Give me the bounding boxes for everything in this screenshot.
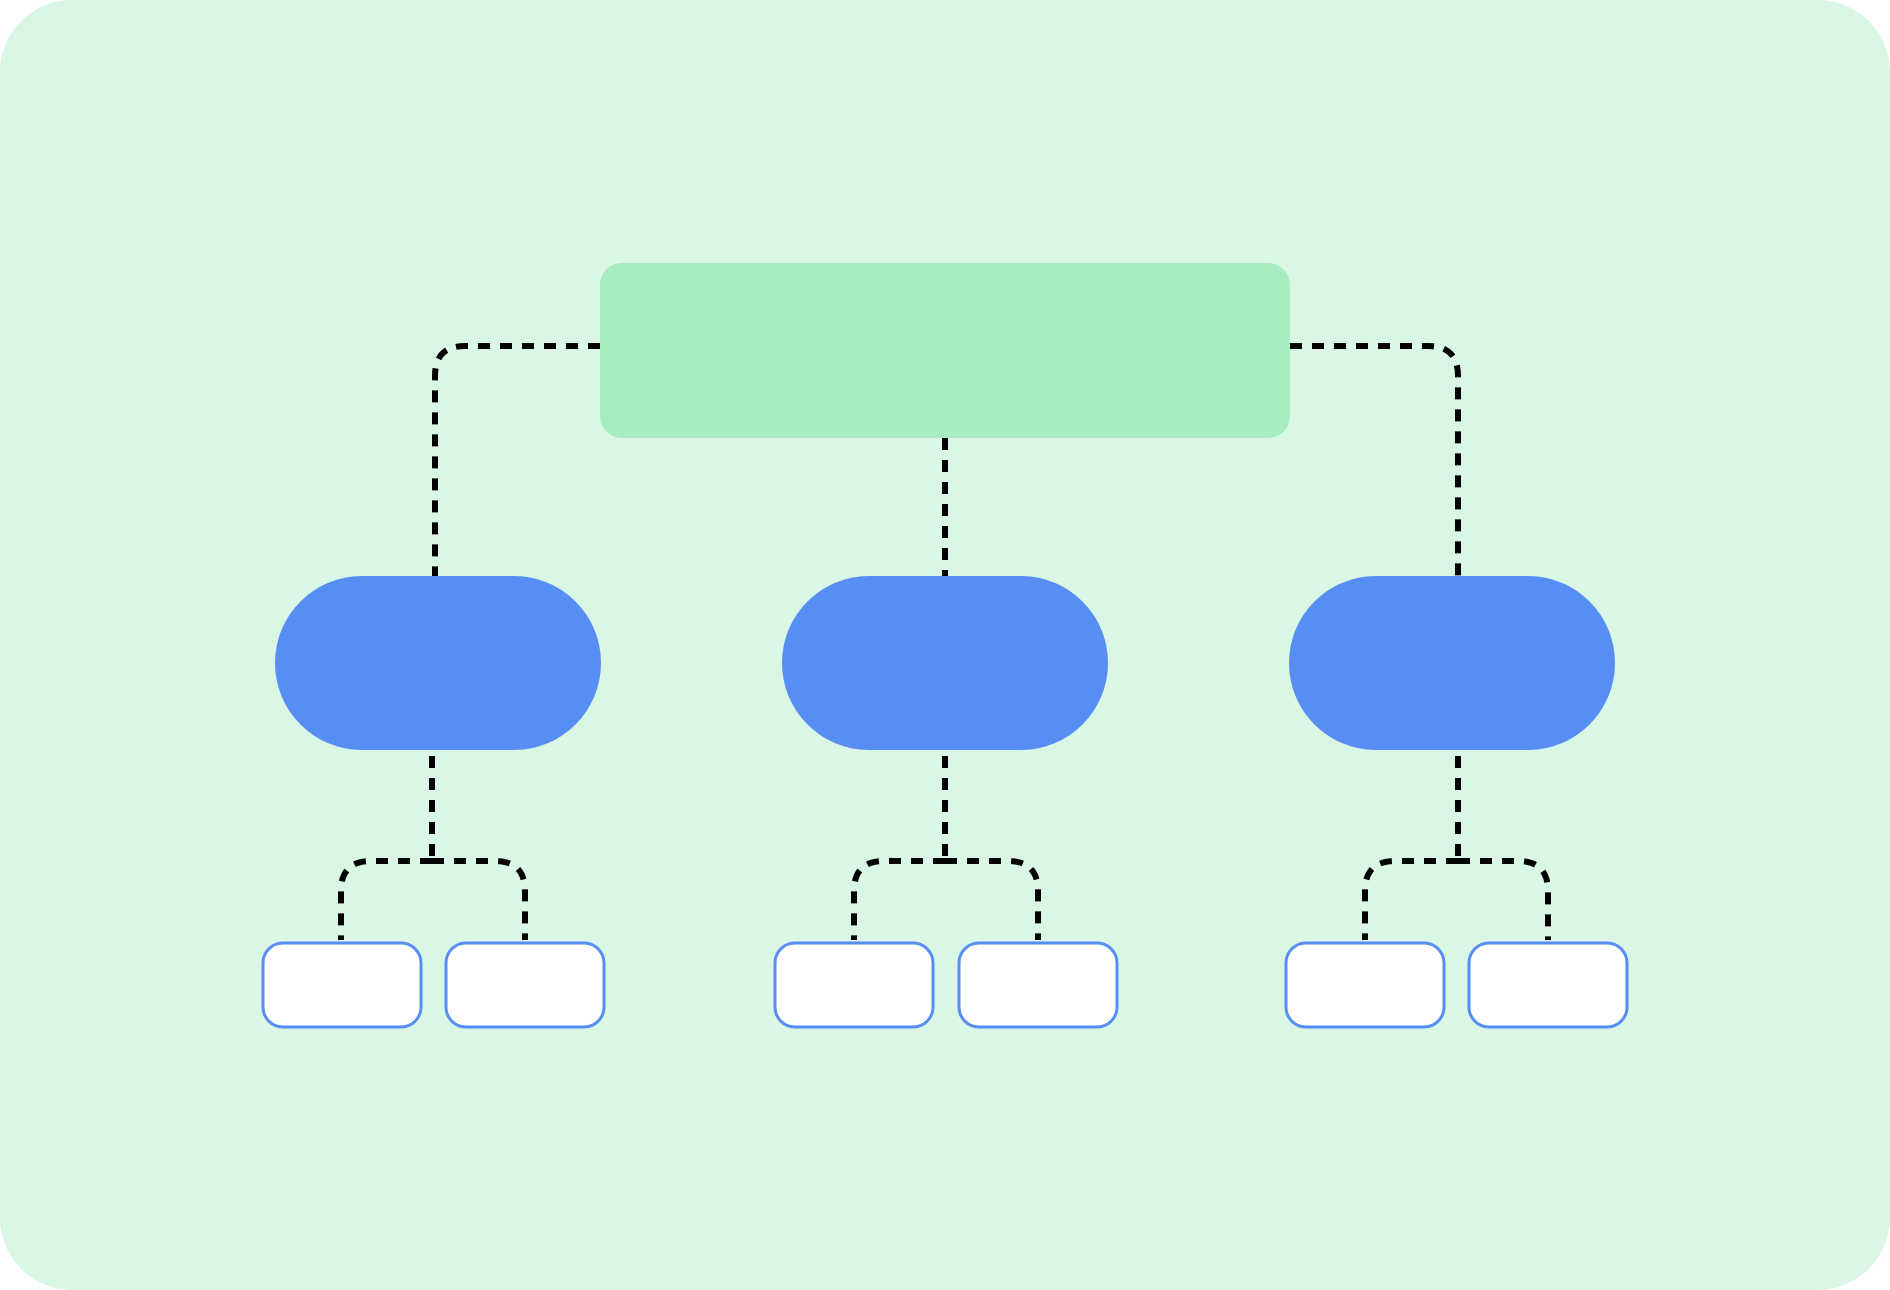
connector-branch-left-to-leaf-2 xyxy=(432,858,528,940)
leaf-node-1-2-shape xyxy=(444,941,606,1029)
leaf-node-1-2[interactable] xyxy=(444,941,606,1029)
connector-root-to-branch-right xyxy=(1290,343,1461,576)
connector-branch-center-to-leaf-2 xyxy=(945,858,1041,940)
leaf-node-3-2[interactable] xyxy=(1467,941,1629,1029)
connector-root-to-branch-left xyxy=(432,343,600,576)
leaf-node-1-1[interactable] xyxy=(261,941,423,1029)
root-node-shape xyxy=(600,263,1290,438)
leaf-node-3-1[interactable] xyxy=(1284,941,1446,1029)
branch-node-3-shape xyxy=(1289,576,1615,750)
connector-branch-right-to-leaf-1 xyxy=(1362,858,1458,940)
leaf-node-3-1-shape xyxy=(1284,941,1446,1029)
leaf-node-2-2[interactable] xyxy=(957,941,1119,1029)
root-node[interactable] xyxy=(600,263,1290,438)
connector-lines xyxy=(338,343,1551,940)
leaf-node-1-1-shape xyxy=(261,941,423,1029)
branch-node-1-shape xyxy=(275,576,601,750)
branch-node-2[interactable] xyxy=(782,576,1108,750)
branch-node-3[interactable] xyxy=(1289,576,1615,750)
branch-node-2-shape xyxy=(782,576,1108,750)
branch-node-1[interactable] xyxy=(275,576,601,750)
leaf-node-3-2-shape xyxy=(1467,941,1629,1029)
leaf-node-2-1[interactable] xyxy=(773,941,935,1029)
leaf-node-2-2-shape xyxy=(957,941,1119,1029)
leaf-node-2-1-shape xyxy=(773,941,935,1029)
